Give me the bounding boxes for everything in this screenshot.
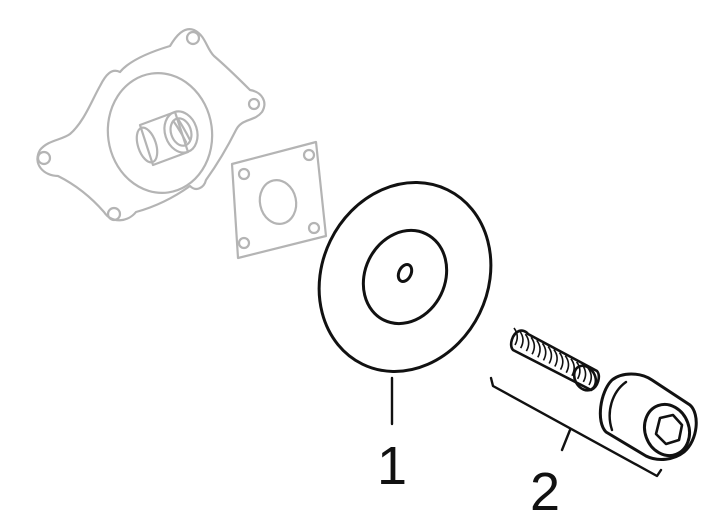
gasket-hole-bl (237, 236, 251, 250)
bracket-outline (36, 28, 266, 222)
thread-line (553, 349, 558, 367)
thread-line (519, 330, 524, 349)
gasket-hole-tr (302, 148, 316, 162)
bracket-hole-top (185, 30, 201, 46)
gasket-hole-br (307, 221, 321, 235)
thread-line (513, 327, 519, 346)
gasket-outline (230, 140, 328, 260)
bracket-hole-left (36, 150, 52, 166)
part-2-fittings (509, 327, 698, 461)
thread-line (581, 364, 587, 383)
threaded-connector (135, 110, 199, 167)
thread-line (564, 355, 570, 374)
disc-center-hole (396, 262, 414, 284)
callout-2-label: 2 (530, 462, 560, 522)
gasket-center-hole (258, 179, 298, 225)
hex-socket (654, 413, 684, 446)
callout-2-bracket (489, 376, 663, 478)
thread-line (530, 336, 536, 355)
bracket-center-disc (106, 72, 214, 194)
thread-line (558, 352, 564, 371)
thread-line (524, 333, 530, 352)
gasket-hole-tl (237, 167, 251, 181)
thread-line (570, 358, 575, 377)
thread-line (547, 345, 553, 364)
callout-2-leader (560, 428, 572, 452)
callout-1-label: 1 (377, 436, 407, 496)
thread-line (541, 342, 547, 361)
threaded-rod (509, 327, 601, 392)
disc-outer-edge (317, 181, 493, 373)
part-1-cover-disc (317, 181, 493, 373)
thread-line (575, 361, 581, 380)
mounting-bracket (36, 28, 266, 222)
bracket-hole-bottom (106, 206, 122, 222)
sleeve-nut (598, 372, 698, 461)
thread-line (536, 339, 541, 358)
disc-inner-ring (361, 228, 449, 326)
square-gasket (230, 140, 328, 260)
bracket-hole-right (247, 97, 261, 111)
